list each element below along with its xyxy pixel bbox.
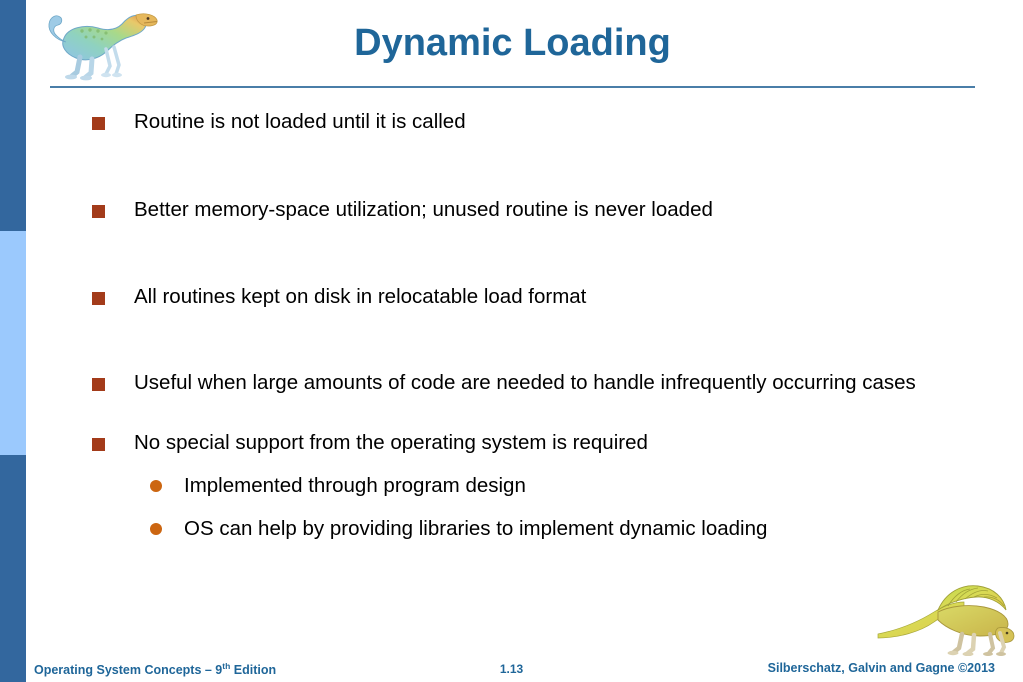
title-divider	[50, 86, 975, 88]
bullet-text: Useful when large amounts of code are ne…	[134, 371, 916, 394]
bullet-text: Better memory-space utilization; unused …	[134, 198, 713, 221]
sidebar-band-bottom	[0, 455, 26, 682]
bullet-item: No special support from the operating sy…	[92, 429, 972, 543]
bullet-text: Routine is not loaded until it is called	[134, 110, 466, 133]
sidebar-band-middle	[0, 231, 26, 455]
bullet-item: All routines kept on disk in relocatable…	[92, 283, 972, 311]
sub-bullet-item: Implemented through program design	[142, 472, 972, 500]
square-bullet-icon	[92, 292, 105, 305]
sub-bullet-list: Implemented through program design OS ca…	[134, 472, 972, 543]
sub-bullet-text: Implemented through program design	[184, 474, 526, 497]
footer-edition-prefix: – 9	[201, 663, 223, 678]
footer-edition-suffix: Edition	[230, 663, 277, 678]
bullet-item: Useful when large amounts of code are ne…	[92, 369, 972, 397]
footer-page-number: 1.13	[499, 662, 524, 676]
footer-book-name: Operating System Concepts	[34, 663, 202, 678]
footer-edition-ordinal: th	[222, 661, 231, 671]
square-bullet-icon	[92, 438, 105, 451]
sub-bullet-text: OS can help by providing libraries to im…	[184, 517, 768, 540]
square-bullet-icon	[92, 205, 105, 218]
slide-title: Dynamic Loading	[354, 22, 671, 64]
bullet-item: Better memory-space utilization; unused …	[92, 196, 972, 224]
left-sidebar	[0, 0, 26, 682]
footer-credit: Silberschatz, Galvin and Gagne ©2013	[767, 661, 995, 675]
bullet-text: No special support from the operating sy…	[134, 431, 648, 454]
square-bullet-icon	[92, 378, 105, 391]
square-bullet-icon	[92, 117, 105, 130]
bullet-item: Routine is not loaded until it is called	[92, 108, 972, 136]
footer-book-title: Operating System Concepts – 9th Edition	[34, 661, 276, 677]
sub-bullet-item: OS can help by providing libraries to im…	[142, 515, 972, 543]
dimetrodon-dinosaur-icon	[872, 578, 1022, 657]
slide-body: Routine is not loaded until it is called…	[92, 108, 972, 543]
sidebar-band-top	[0, 0, 26, 231]
dot-bullet-icon	[150, 523, 162, 535]
dot-bullet-icon	[150, 480, 162, 492]
dinosaur-logo-icon	[36, 4, 162, 84]
bullet-text: All routines kept on disk in relocatable…	[134, 285, 587, 308]
